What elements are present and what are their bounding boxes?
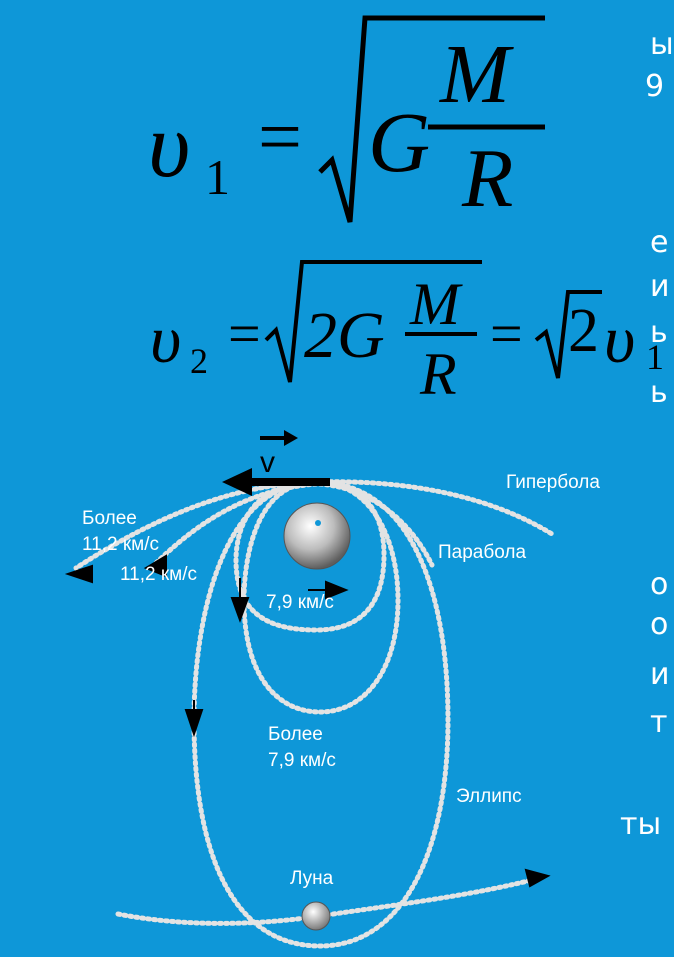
formula1-numerator: M xyxy=(440,28,510,121)
label-more-79-line2: 7,9 км/с xyxy=(268,750,336,771)
velocity-arrowhead xyxy=(222,468,252,496)
formula2-coef: 2G xyxy=(304,299,385,372)
formula1-v: υ xyxy=(148,94,191,196)
label-speed-79: 7,9 км/с xyxy=(266,592,334,613)
side-text-11: ты xyxy=(620,807,662,842)
side-text-10: т xyxy=(650,705,668,740)
label-more-112-line2: 11,2 км/с xyxy=(82,534,159,555)
arrow-right-79 xyxy=(325,580,349,600)
side-text-8: о xyxy=(650,607,669,642)
velocity-symbol: v xyxy=(260,446,275,479)
label-parabola: Парабола xyxy=(438,542,526,563)
arrow-moon-trajectory xyxy=(524,868,551,888)
side-text-4: и xyxy=(650,269,670,304)
arrow-down-1 xyxy=(230,597,250,623)
label-speed-112: 11,2 км/с xyxy=(120,564,197,585)
side-text-7: о xyxy=(650,567,669,602)
side-text-9: и xyxy=(650,657,670,692)
formula1-G: G xyxy=(368,94,431,190)
formula2-sub2: 1 xyxy=(646,337,664,377)
parabola-path xyxy=(317,481,435,568)
side-text-5: ь xyxy=(650,315,668,350)
planet-spot xyxy=(315,520,321,526)
side-text-6: ь xyxy=(650,375,668,410)
formula2-v: υ xyxy=(150,301,182,377)
formula2-sub: 2 xyxy=(190,341,208,381)
formula2-eq2: = xyxy=(490,301,523,366)
formula2-v2: υ xyxy=(604,301,636,377)
planet xyxy=(283,502,351,570)
side-text-3: е xyxy=(650,225,669,260)
hyperbola-path xyxy=(315,479,555,537)
formula-first-cosmic-velocity: υ 1 = G M R xyxy=(0,0,674,230)
formula1-denominator: R xyxy=(462,132,514,225)
formula-second-cosmic-velocity: υ 2 = 2G M R = 2 υ 1 xyxy=(0,0,674,420)
arrow-down-2 xyxy=(184,709,204,738)
label-ellipse: Эллипс xyxy=(456,786,522,807)
arrow-left-112-b xyxy=(143,554,167,578)
arrow-left-112-a xyxy=(64,564,93,584)
formula2-sqrts xyxy=(264,260,602,383)
escape-path-b xyxy=(151,481,319,568)
formula1-sqrt xyxy=(318,15,545,223)
label-more-79-line1: Более xyxy=(268,724,323,745)
formula2-two: 2 xyxy=(568,297,599,365)
side-text-1: ы xyxy=(650,27,674,62)
formula1-eq: = xyxy=(258,93,302,180)
ellipse-orbit-small xyxy=(241,479,401,715)
label-more-112-line1: Более xyxy=(82,508,137,529)
side-text-2: 9 xyxy=(645,69,665,104)
ellipse-orbit-large xyxy=(191,479,451,949)
vector-overbar-head xyxy=(284,430,298,446)
formula2-numerator: M xyxy=(410,271,460,337)
formula2-denominator: R xyxy=(420,341,457,407)
formula1-sub: 1 xyxy=(205,149,230,205)
moon xyxy=(301,901,331,931)
label-moon: Луна xyxy=(290,868,334,889)
label-hyperbola: Гипербола xyxy=(506,472,600,493)
formula2-eq: = xyxy=(228,301,261,366)
